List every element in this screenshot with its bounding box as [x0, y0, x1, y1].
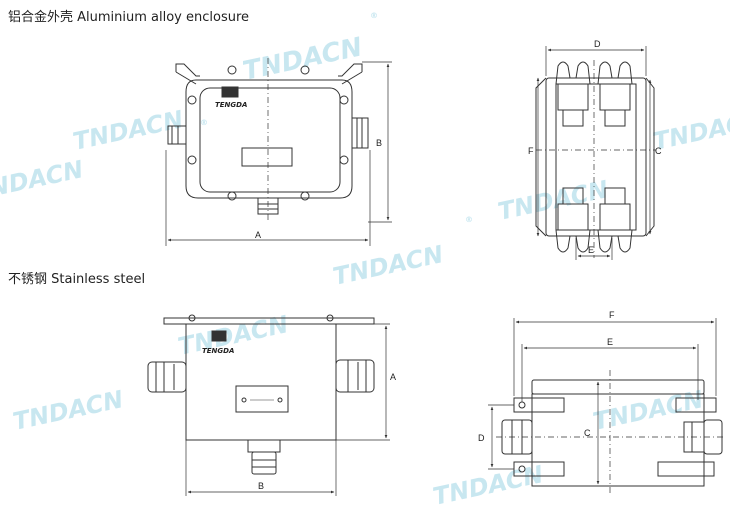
aluminium-dimension-f-label: F	[528, 146, 534, 156]
watermark-1: TNDACN	[240, 32, 365, 87]
stainless-dimension-f-label: F	[609, 310, 615, 320]
stainless-brand-text: TENGDA	[202, 347, 234, 355]
watermark-5: TNDACN	[495, 175, 610, 226]
watermark-3: TNDACN	[0, 155, 86, 206]
stainless-front-view	[147, 314, 375, 475]
aluminium-dimension-a	[165, 150, 371, 246]
aluminium-side-view	[535, 60, 656, 258]
watermark-9: TNDACN	[590, 385, 705, 436]
stainless-dimension-a-label: A	[390, 372, 396, 382]
heading-aluminium: 铝合金外壳 Aluminium alloy enclosure	[8, 10, 250, 25]
aluminium-brand-text: TENGDA	[215, 101, 247, 109]
stainless-dimension-b-label: B	[258, 481, 264, 491]
stainless-dimension-d-label: D	[478, 433, 485, 443]
stainless-dimension-e-label: E	[607, 337, 613, 347]
stainless-dimension-d	[488, 404, 514, 470]
aluminium-dimension-b-label: B	[376, 138, 382, 148]
watermark-10: TNDACN	[430, 460, 545, 511]
aluminium-dimension-e	[575, 238, 613, 260]
heading-stainless: 不锈钢 Stainless steel	[8, 272, 146, 287]
aluminium-dimension-e-label: E	[588, 245, 594, 255]
stainless-dimension-e	[521, 344, 699, 402]
watermark-mark-1: ®	[370, 11, 378, 20]
aluminium-dimension-a-label: A	[255, 230, 261, 240]
stainless-dimension-b	[185, 440, 337, 496]
watermark-layer: TNDACN TNDACN TNDACN TNDACN TNDACN TNDAC…	[0, 11, 730, 511]
stainless-dimension-a	[336, 323, 390, 441]
watermark-mark-3: ®	[465, 215, 473, 224]
watermark-4: TNDACN	[330, 240, 445, 291]
stainless-dimension-f	[513, 318, 717, 396]
aluminium-dimension-d-label: D	[594, 39, 601, 49]
aluminium-front-view	[167, 58, 369, 222]
aluminium-dimension-b	[362, 61, 392, 223]
watermark-8: TNDACN	[10, 385, 125, 436]
aluminium-dimension-c-label: C	[655, 146, 662, 156]
watermark-mark-2: ®	[200, 118, 208, 127]
watermark-6: TNDACN	[650, 105, 730, 156]
stainless-dimension-c-label: C	[584, 428, 591, 438]
aluminium-dimension-d	[545, 46, 647, 76]
